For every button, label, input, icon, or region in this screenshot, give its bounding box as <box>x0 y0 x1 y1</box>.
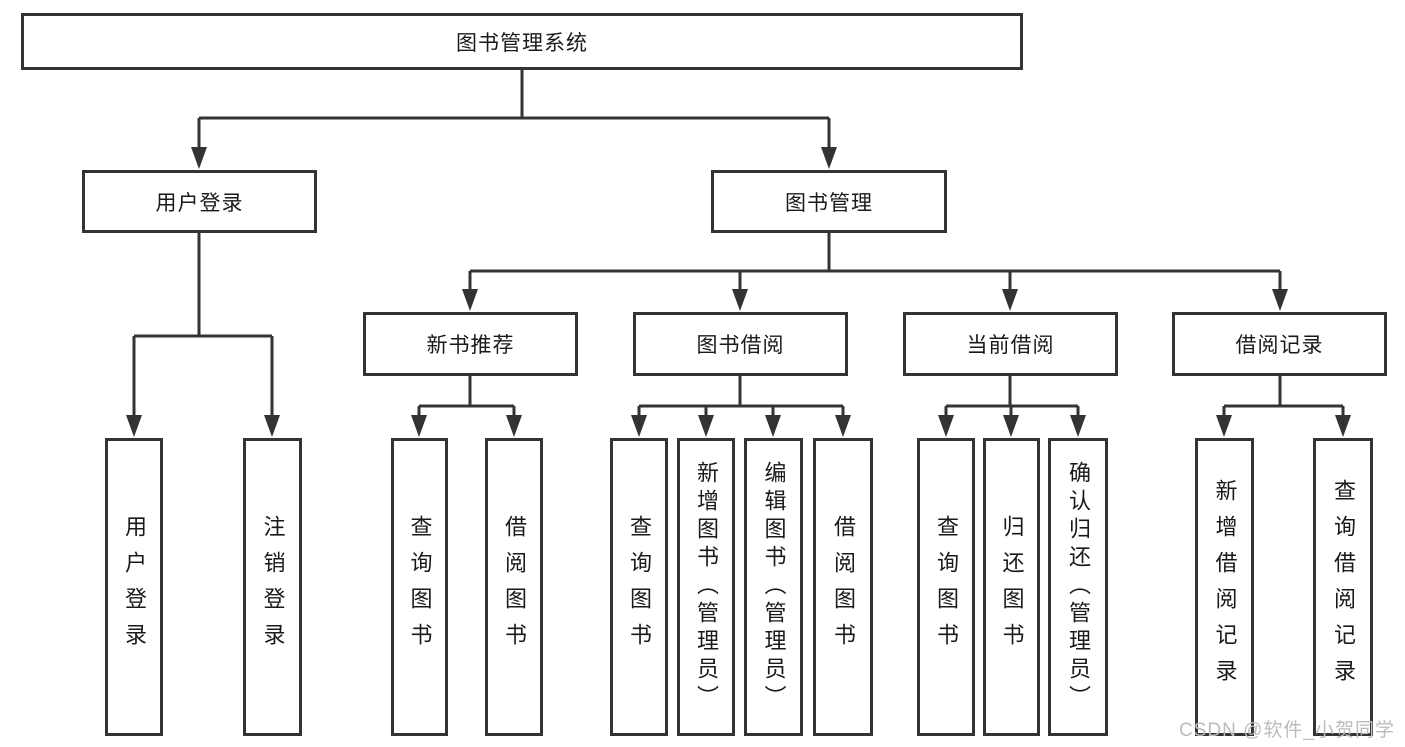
leaf-return-books: 归还图书 <box>983 438 1040 736</box>
leaf-query-books-borrow: 查询图书 <box>610 438 668 736</box>
leaf-edit-books-admin: 编辑图书（管理员） <box>744 438 803 736</box>
leaf-query-books-recommend: 查询图书 <box>391 438 448 736</box>
node-library-management-system: 图书管理系统 <box>21 13 1023 70</box>
leaf-confirm-return-admin: 确认归还（管理员） <box>1048 438 1108 736</box>
leaf-logout: 注销登录 <box>243 438 302 736</box>
leaf-user-login: 用户登录 <box>105 438 163 736</box>
leaf-borrow-books: 借阅图书 <box>813 438 873 736</box>
csdn-watermark: CSDN @软件_小贺同学 <box>1179 720 1395 741</box>
node-book-borrow: 图书借阅 <box>633 312 848 376</box>
leaf-borrow-books-recommend: 借阅图书 <box>485 438 543 736</box>
node-borrow-records: 借阅记录 <box>1172 312 1387 376</box>
node-book-management: 图书管理 <box>711 170 947 233</box>
node-new-book-recommend: 新书推荐 <box>363 312 578 376</box>
leaf-add-borrow-record: 新增借阅记录 <box>1195 438 1254 736</box>
leaf-add-books-admin: 新增图书（管理员） <box>677 438 735 736</box>
leaf-query-borrow-record: 查询借阅记录 <box>1313 438 1373 736</box>
leaf-query-books-current: 查询图书 <box>917 438 975 736</box>
node-user-login: 用户登录 <box>82 170 317 233</box>
node-current-borrow: 当前借阅 <box>903 312 1118 376</box>
